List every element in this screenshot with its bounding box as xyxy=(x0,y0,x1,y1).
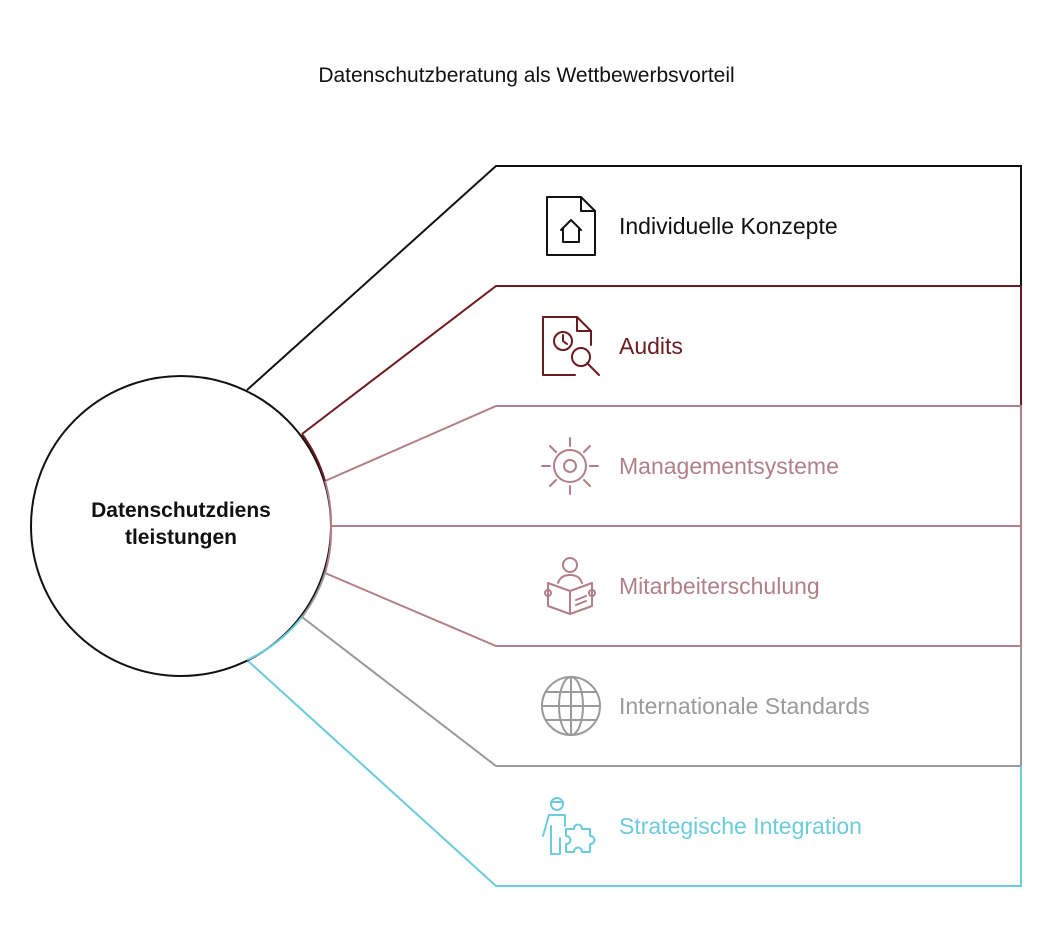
circle-arc-internationale-standards xyxy=(301,572,326,618)
circle-arc-strategische-integration xyxy=(246,616,303,661)
item-frame-internationale-standards xyxy=(301,616,1022,767)
item-frame-strategische-integration xyxy=(246,659,1022,887)
document-home-icon xyxy=(546,196,596,256)
circle-arc-audits xyxy=(301,433,326,482)
person-puzzle-icon xyxy=(542,797,596,855)
circle-arc-mitarbeiterschulung xyxy=(324,525,333,574)
reading-person-icon xyxy=(544,557,596,615)
item-label-managementsysteme: Managementsysteme xyxy=(619,453,839,479)
item-frame-individuelle-konzepte xyxy=(246,165,1022,391)
diagram-title: Datenschutzberatung als Wettbewerbsvorte… xyxy=(318,64,735,87)
circle-arc-managementsysteme xyxy=(324,480,333,527)
item-label-audits: Audits xyxy=(619,333,683,359)
item-label-individuelle-konzepte: Individuelle Konzepte xyxy=(619,213,838,239)
item-frame-audits xyxy=(301,285,1022,435)
gear-icon xyxy=(541,437,599,495)
item-label-strategische-integration: Strategische Integration xyxy=(619,813,862,839)
center-label-line2: tleistungen xyxy=(124,526,237,549)
center-label: Datenschutzdiens tleistungen xyxy=(50,497,312,551)
item-frame-managementsysteme xyxy=(324,405,1022,526)
audit-search-icon xyxy=(542,316,600,376)
center-label-line1: Datenschutzdiens xyxy=(91,499,271,522)
item-label-mitarbeiterschulung: Mitarbeiterschulung xyxy=(619,573,820,599)
globe-icon xyxy=(541,676,601,736)
item-label-internationale-standards: Internationale Standards xyxy=(619,693,870,719)
